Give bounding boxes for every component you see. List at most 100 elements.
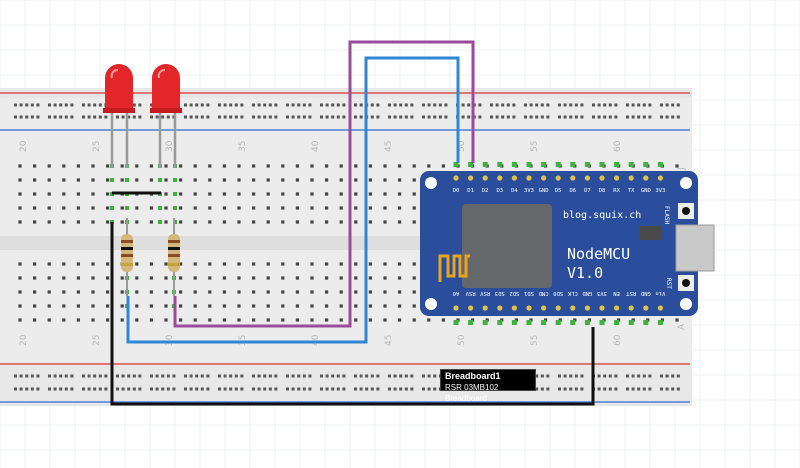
bottom-pin-pad bbox=[657, 305, 664, 311]
rail-hole bbox=[563, 103, 567, 107]
rail-hole bbox=[320, 374, 323, 378]
bottom-pin-pad bbox=[570, 305, 576, 311]
breadboard-hole bbox=[91, 192, 95, 196]
rail-hole bbox=[467, 103, 471, 107]
breadboard-hole bbox=[149, 164, 153, 168]
rail-hole bbox=[608, 115, 612, 119]
breadboard-hole bbox=[135, 318, 139, 322]
led-1-highlight bbox=[110, 69, 119, 79]
resistor-1[interactable] bbox=[121, 218, 133, 296]
rail-hole bbox=[302, 103, 306, 107]
rail-hole bbox=[444, 115, 448, 119]
rail-hole bbox=[574, 115, 578, 119]
bottom-pin-hole bbox=[526, 320, 532, 325]
rail-hole bbox=[30, 103, 34, 107]
rail-hole bbox=[410, 103, 414, 107]
breadboard-hole bbox=[47, 178, 51, 182]
resistor-2[interactable] bbox=[168, 218, 180, 296]
rail-hole bbox=[223, 103, 227, 107]
rail-hole bbox=[376, 374, 380, 378]
rail-hole bbox=[540, 103, 544, 107]
rail-hole bbox=[218, 103, 221, 107]
breadboard-hole bbox=[149, 178, 153, 182]
breadboard-hole bbox=[18, 220, 22, 224]
rail-hole bbox=[25, 387, 29, 391]
rst-button-knob bbox=[682, 279, 690, 287]
breadboard-hole bbox=[325, 206, 329, 210]
connected-hole bbox=[158, 220, 162, 224]
breadboard-hole bbox=[164, 192, 168, 196]
breadboard-hole bbox=[368, 276, 372, 280]
rail-hole bbox=[325, 374, 329, 378]
rail-hole bbox=[93, 387, 97, 391]
breadboard-hole bbox=[281, 276, 285, 280]
wire-black-ground[interactable] bbox=[110, 222, 595, 406]
rail-hole bbox=[308, 374, 312, 378]
breadboard-hole bbox=[252, 220, 256, 224]
led-2[interactable] bbox=[150, 64, 182, 168]
breadboard-hole bbox=[266, 192, 270, 196]
led-1[interactable] bbox=[103, 64, 135, 168]
breadboard-hole bbox=[383, 262, 387, 266]
breadboard-hole bbox=[106, 262, 110, 266]
top-pin-hole bbox=[497, 162, 503, 167]
rail-hole bbox=[127, 387, 131, 391]
top-pin-hole bbox=[511, 162, 517, 167]
top-pin-pad bbox=[643, 175, 649, 181]
rail-hole bbox=[59, 115, 63, 119]
breadboard-hole bbox=[33, 262, 37, 266]
breadboard-hole bbox=[266, 290, 270, 294]
rail-hole bbox=[166, 374, 170, 378]
breadboard-hole bbox=[179, 220, 183, 224]
bottom-pin-pad bbox=[482, 305, 488, 311]
rail-hole bbox=[404, 103, 408, 107]
rail-hole bbox=[200, 115, 204, 119]
top-pin-label: D6 bbox=[569, 188, 576, 194]
breadboard-tooltip: Breadboard1 RSR 03MB102 Breadboard bbox=[440, 369, 536, 403]
rail-hole bbox=[665, 115, 669, 119]
small-ic bbox=[640, 226, 662, 240]
wire-blue[interactable] bbox=[126, 56, 460, 344]
top-pin-pad bbox=[468, 175, 474, 181]
rail-hole bbox=[104, 374, 108, 378]
rail-hole bbox=[25, 103, 29, 107]
breadboard-hole bbox=[106, 178, 110, 182]
rail-hole bbox=[524, 103, 527, 107]
rail-hole bbox=[53, 387, 57, 391]
top-pin-hole bbox=[643, 162, 649, 167]
rail-hole bbox=[234, 374, 238, 378]
rail-hole bbox=[234, 103, 238, 107]
mount-hole-tr bbox=[680, 177, 692, 189]
rail-hole bbox=[637, 115, 641, 119]
rail-hole bbox=[637, 103, 641, 107]
rail-hole bbox=[195, 387, 199, 391]
breadboard-hole bbox=[135, 220, 139, 224]
breadboard-hole bbox=[222, 220, 226, 224]
top-pin-hole bbox=[468, 162, 474, 167]
rail-hole bbox=[608, 387, 612, 391]
breadboard-hole bbox=[193, 318, 197, 322]
breadboard-hole bbox=[325, 262, 329, 266]
top-pin-pad bbox=[526, 175, 532, 181]
breadboard-hole bbox=[164, 220, 168, 224]
top-pin-label: D4 bbox=[511, 188, 518, 194]
rail-hole bbox=[195, 103, 199, 107]
breadboard-hole bbox=[412, 290, 416, 294]
breadboard-hole bbox=[252, 164, 256, 168]
breadboard-hole bbox=[193, 220, 197, 224]
rail-hole bbox=[240, 374, 244, 378]
breadboard-hole bbox=[47, 290, 51, 294]
rail-hole bbox=[274, 387, 278, 391]
bottom-pin-pad bbox=[511, 305, 517, 311]
rail-hole bbox=[252, 374, 255, 378]
rail-hole bbox=[524, 115, 527, 119]
breadboard-hole bbox=[76, 164, 80, 168]
rail-hole bbox=[268, 115, 272, 119]
bottom-pin-label: SD0 bbox=[553, 290, 563, 296]
wire-purple[interactable] bbox=[173, 40, 475, 328]
rail-hole bbox=[331, 387, 335, 391]
rail-hole bbox=[461, 115, 465, 119]
breadboard-hole bbox=[339, 318, 343, 322]
breadboard-hole bbox=[106, 304, 110, 308]
